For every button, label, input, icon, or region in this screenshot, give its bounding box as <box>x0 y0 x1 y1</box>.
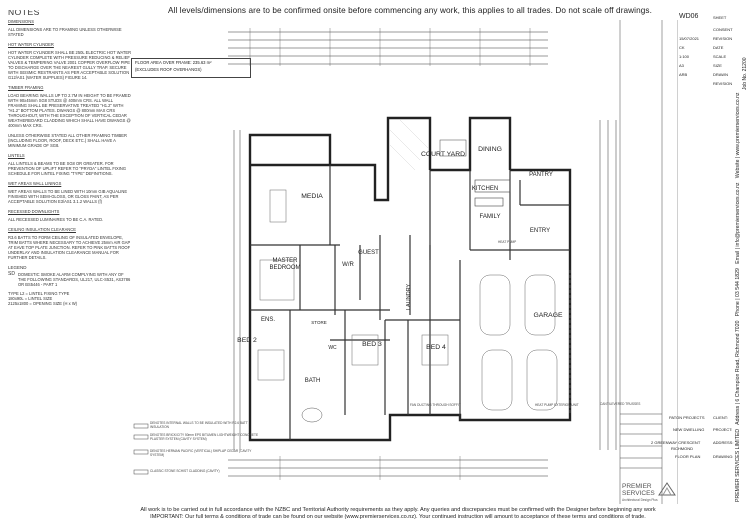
note-hot-water: HOT WATER CYLINDER HOT WATER CYLINDER SH… <box>8 42 132 80</box>
room-bed-4: BED 4 <box>426 344 446 351</box>
room-media: MEDIA <box>301 193 323 200</box>
notes-panel: NOTES DIMENSIONS ALL DIMENSIONS ARE TO F… <box>4 10 132 504</box>
room-court-yard: COURT YARD <box>420 151 466 158</box>
room-bed-2: BED 2 <box>237 337 257 344</box>
room-ens: ENS. <box>260 317 275 323</box>
room-laundry: LAUNDRY <box>406 283 412 310</box>
note-grade: UNLESS OTHERWISE STATED ALL OTHER FRAMIN… <box>8 133 127 148</box>
cladding-legend-3: DENOTES HERMAN PACIFIC (VERTICAL) SHIPLA… <box>150 449 252 457</box>
fan-duct-label: FAN DUCTING THROUGH SOFFIT <box>410 403 461 407</box>
room-wc: WC <box>328 345 337 351</box>
room-dining: DINING <box>478 146 502 153</box>
note-downlights: RECESSED DOWNLIGHTS ALL RECESSED LUMINAI… <box>8 209 104 222</box>
floor-area-box: FLOOR AREA OVER FRAME: 235.63 m² (EXCLUD… <box>131 58 251 78</box>
top-notice: All levels/dimensions are to be confirme… <box>168 6 652 15</box>
room-pantry: PANTRY <box>529 172 553 178</box>
room-wr: W/R <box>342 262 354 268</box>
cladding-legend-2: DENOTES BRICK/CITY 50mm EPS BITUMEN LIGH… <box>150 433 259 441</box>
room-bed-3: BED 3 <box>362 341 382 348</box>
bottom-notice: All work is to be carried out in full ac… <box>140 507 656 520</box>
room-bath: BATH <box>304 378 321 384</box>
job-number: Job No. 21200 <box>742 57 748 90</box>
logo-mark-icon <box>658 482 676 496</box>
note-lintels: LINTELS ALL LINTELS & BEAMS TO BE SG8 OR… <box>8 153 127 176</box>
room-family: FAMILY <box>479 214 501 220</box>
room-guest: GUEST <box>358 250 379 256</box>
room-entry: ENTRY <box>529 228 551 234</box>
room-garage: GARAGE <box>533 312 563 319</box>
heat-pump-label: HEAT PUMP <box>498 240 517 244</box>
cladding-legend-1: DENOTES INTERNAL WALLS TO BE INSULATED W… <box>150 421 248 429</box>
note-wet-areas: WET AREAS WALL LININGS WET AREAS WALLS T… <box>8 181 128 204</box>
notes-title: NOTES <box>8 10 40 17</box>
title-block: WD06 SHEET CONSENT 15/07/2021 REVISION C… <box>651 13 748 502</box>
heat-pump-ext-label: HEAT PUMP EXTERIOR UNIT <box>535 403 579 407</box>
floor-plan <box>133 20 678 504</box>
premier-services-logo: PREMIER SERVICES Architectural Design Pl… <box>622 482 682 504</box>
note-dimensions: DIMENSIONS ALL DIMENSIONS ARE TO FRAMING… <box>8 19 122 37</box>
note-timber: TIMBER FRAMING LOAD BEARING WALLS UP TO … <box>8 85 131 128</box>
room-kitchen: KITCHEN <box>471 186 499 192</box>
note-ceiling: CEILING INSULATION CLEARANCE R3.6 BATTS … <box>8 227 131 260</box>
room-master-bedroom: MASTER BEDROOM <box>269 258 301 271</box>
company-info: PREMIER SERVICES LIMITED Address | 6 Cha… <box>735 92 741 502</box>
room-store: STORE <box>311 320 327 325</box>
legend: LEGEND SD DOMESTIC SMOKE ALARM COMPLYING… <box>8 265 131 306</box>
cladding-legend-4: CLASSIC STONE SCHIST CLADDING (CAVITY) <box>150 469 220 473</box>
cantilevered-label: CANTILEVERED TRUSSES <box>600 402 641 406</box>
smoke-alarm-icon: SD <box>8 271 15 277</box>
